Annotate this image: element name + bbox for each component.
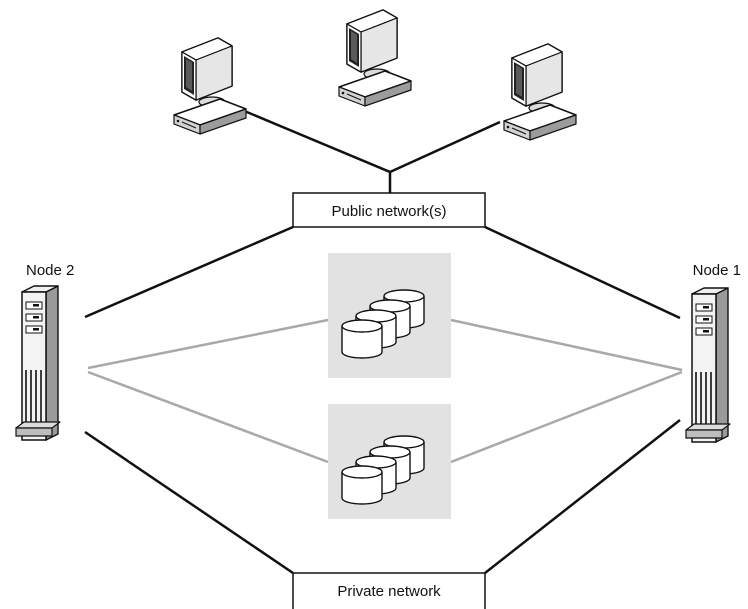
network-ring bbox=[84, 225, 681, 575]
storage-array-bottom bbox=[328, 404, 451, 519]
storage-links bbox=[87, 318, 683, 464]
public-network-box: Public network(s) bbox=[292, 192, 486, 228]
desktop-computer-icon bbox=[173, 37, 247, 135]
private-network-box: Private network bbox=[292, 572, 486, 609]
public-network-label: Public network(s) bbox=[331, 203, 446, 220]
storage-array-top bbox=[328, 253, 451, 378]
desktop-computer-icon bbox=[338, 9, 412, 107]
desktop-computer-icon bbox=[503, 43, 577, 141]
private-network-label: Private network bbox=[337, 583, 441, 600]
node-1-label: Node 1 bbox=[693, 262, 741, 279]
node-2-label: Node 2 bbox=[26, 262, 74, 279]
tower-server-icon bbox=[15, 285, 61, 441]
tower-server-icon bbox=[685, 287, 731, 443]
client-connections bbox=[241, 108, 501, 193]
